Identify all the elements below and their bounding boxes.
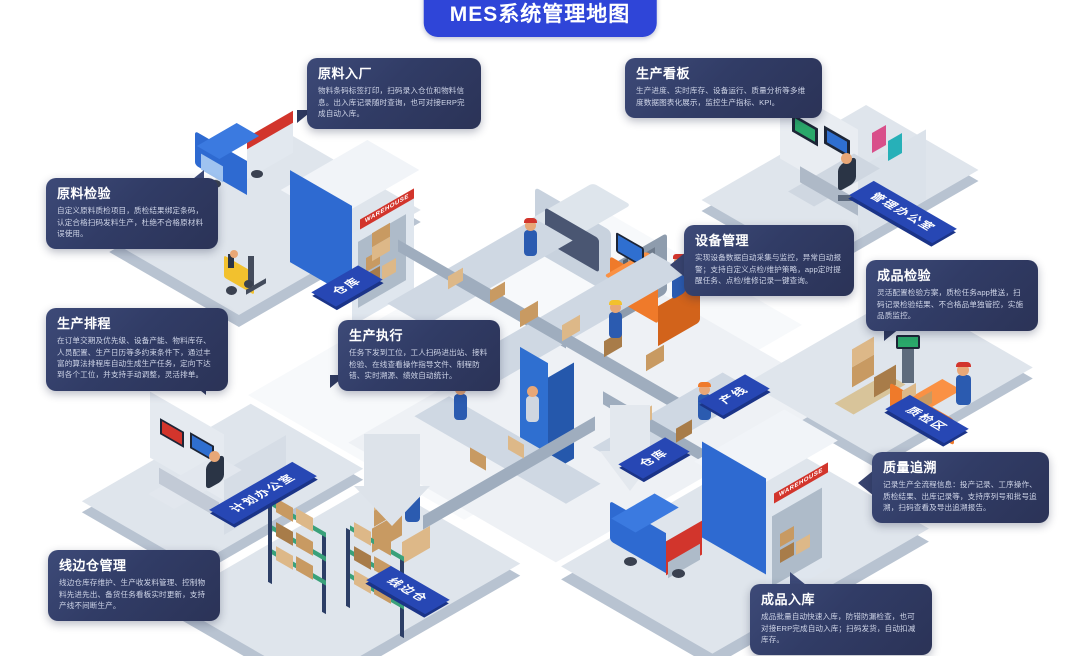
worker-line-2: [605, 300, 635, 348]
callout-raw-material-inbound[interactable]: 原料入厂 物料条码标签打印，扫码录入仓位和物料信息。出入库记录随时查询，也可对接…: [307, 58, 481, 130]
callout-title: 设备管理: [695, 233, 750, 248]
qc-scene: [834, 335, 1020, 446]
callout-title: 生产看板: [636, 66, 691, 81]
callout-title: 生产排程: [57, 316, 112, 331]
callout-title: 线边仓管理: [59, 558, 127, 573]
callout-line-side-warehouse[interactable]: 线边仓管理 线边仓库存维护、生产收发料管理、控制物料先进先出、备货任务看板实时更…: [48, 550, 220, 622]
callout-production-dashboard[interactable]: 生产看板 生产进度、实时库存、设备运行、质量分析等多维度数据图表化展示，监控生产…: [625, 58, 822, 119]
delivery-truck-bottom: [610, 493, 750, 595]
callout-body: 线边仓库存维护、生产收发料管理、控制物料先进先出、备货任务看板实时更新，支持产线…: [59, 578, 206, 611]
callout-title: 质量追溯: [883, 460, 938, 475]
callout-body: 自定义原料质检项目，质检结果绑定条码，认定合格扫码发料生产，杜绝不合格原材料误使…: [57, 206, 204, 239]
callout-tail-finished-goods-inspection: [884, 328, 900, 341]
callout-production-execution[interactable]: 生产执行 任务下发到工位，工人扫码进出站、接料检验、在线查看操作指导文件、制程防…: [338, 320, 500, 392]
callout-body: 在订单交期及优先级、设备产能、物料库存、人员配置、生产日历等多约束条件下，通过丰…: [57, 336, 211, 380]
callout-finished-goods-inspection[interactable]: 成品检验 灵活配置检验方案，质检任务app推送，扫码记录检验结果、不合格品单独管…: [866, 260, 1038, 332]
page-title: MES系统管理地图: [423, 0, 657, 37]
callout-tail-equipment-management: [670, 252, 686, 278]
callout-body: 成品批量自动快速入库，防错防漏检查，也可对接ERP完成自动入库；扫码发货，自动扣…: [761, 612, 916, 645]
callout-title: 原料入厂: [318, 66, 373, 81]
callout-body: 实现设备数据自动采集与监控，异常自动报警；支持自定义点检/维护策略，app定时提…: [695, 253, 842, 286]
callout-body: 记录生产全流程信息：投产记录、工序操作、质检结果、出库记录等，支持序列号和批号追…: [883, 480, 1037, 513]
callout-equipment-management[interactable]: 设备管理 实现设备数据自动采集与监控，异常自动报警；支持自定义点检/维护策略，a…: [684, 225, 854, 297]
callout-tail-quality-traceability: [858, 470, 874, 496]
callout-raw-material-inspection[interactable]: 原料检验 自定义原料质检项目，质检结果绑定条码，认定合格扫码发料生产，杜绝不合格…: [46, 178, 218, 250]
callout-title: 生产执行: [349, 328, 404, 343]
management-office-scene: [780, 84, 960, 239]
callout-quality-traceability[interactable]: 质量追溯 记录生产全流程信息：投产记录、工序操作、质检结果、出库记录等，支持序列…: [872, 452, 1049, 524]
callout-title: 成品入库: [761, 592, 816, 607]
callout-body: 任务下发到工位，工人扫码进出站、接料检验、在线查看操作指导文件、制程防错、实时溯…: [349, 348, 488, 381]
callout-tail-finished-goods-inbound: [790, 572, 806, 585]
worker-line-4: [522, 384, 552, 432]
callout-production-scheduling[interactable]: 生产排程 在订单交期及优先级、设备产能、物料库存、人员配置、生产日历等多约束条件…: [46, 308, 228, 391]
flow-arrow-left: [354, 434, 430, 526]
callout-body: 生产进度、实时库存、设备运行、质量分析等多维度数据图表化展示，监控生产指标、KP…: [636, 86, 806, 107]
callout-title: 原料检验: [57, 186, 112, 201]
callout-body: 物料条码标签打印，扫码录入仓位和物料信息。出入库记录随时查询，也可对接ERP完成…: [318, 86, 465, 119]
callout-title: 成品检验: [877, 268, 932, 283]
forklift: [216, 250, 286, 310]
callout-finished-goods-inbound[interactable]: 成品入库 成品批量自动快速入库，防错防漏检查，也可对接ERP完成自动入库；扫码发…: [750, 584, 932, 656]
callout-body: 灵活配置检验方案，质检任务app推送，扫码记录检验结果、不合格品单独管控，实施品…: [877, 288, 1024, 321]
worker-line-1: [520, 218, 550, 264]
